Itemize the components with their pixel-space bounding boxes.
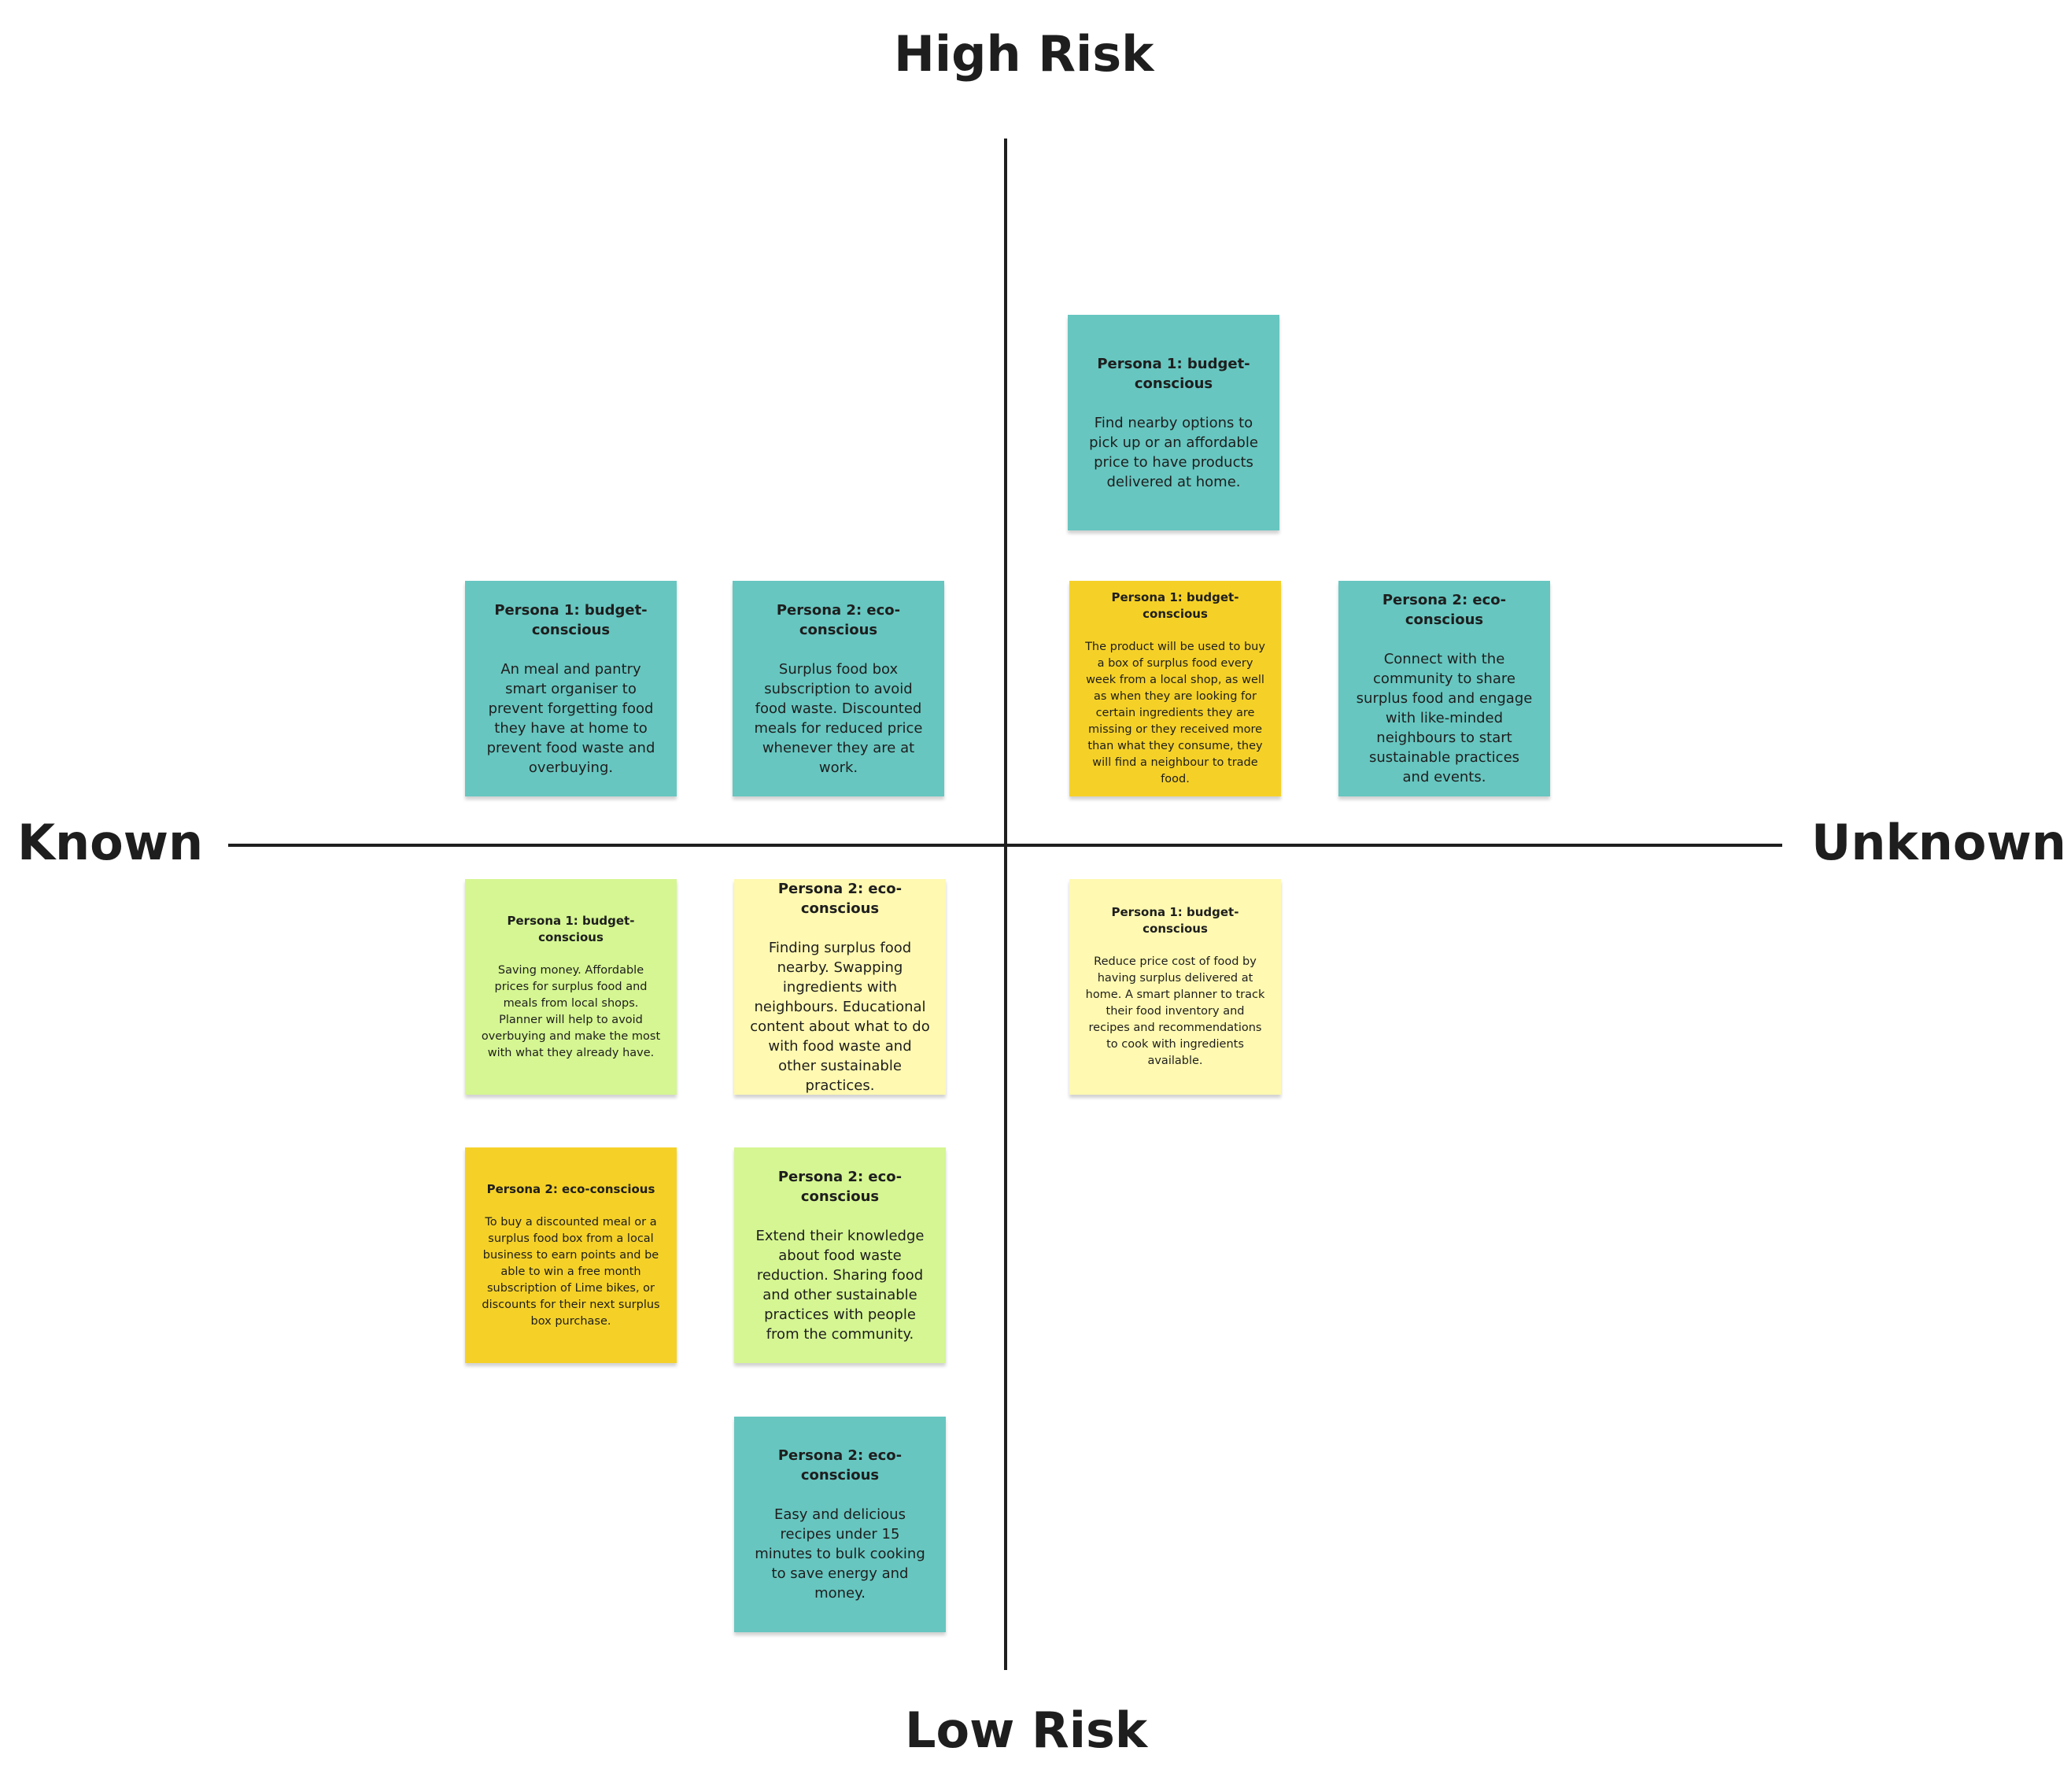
axis-label-high-risk: High Risk [894, 25, 1154, 83]
note-title: Persona 2: eco-conscious [777, 1168, 903, 1205]
note-title: Persona 2: eco-conscious [777, 1447, 903, 1483]
sticky-note[interactable]: Persona 2: eco-conscious To buy a discou… [465, 1147, 677, 1363]
note-title: Persona 1: budget-conscious [494, 601, 648, 638]
sticky-note[interactable]: Persona 2: eco-conscious Connect with th… [1338, 581, 1550, 796]
sticky-note[interactable]: Persona 1: budget-conscious An meal and … [465, 581, 677, 796]
sticky-note[interactable]: Persona 1: budget-conscious Reduce price… [1069, 879, 1281, 1095]
note-body: To buy a discounted meal or a surplus fo… [482, 1215, 660, 1328]
note-body: Extend their knowledge about food waste … [755, 1227, 925, 1343]
note-body: Reduce price cost of food by having surp… [1085, 955, 1265, 1067]
note-body: The product will be used to buy a box of… [1085, 641, 1265, 785]
note-body: Surplus food box subscription to avoid f… [754, 660, 923, 776]
sticky-note[interactable]: Persona 1: budget-conscious Find nearby … [1068, 315, 1279, 530]
sticky-note[interactable]: Persona 2: eco-conscious Surplus food bo… [733, 581, 944, 796]
note-title: Persona 1: budget-conscious [1111, 590, 1239, 621]
note-title: Persona 2: eco-conscious [486, 1181, 655, 1196]
axis-label-known: Known [17, 814, 204, 871]
note-body: Saving money. Affordable prices for surp… [481, 963, 661, 1059]
sticky-note[interactable]: Persona 2: eco-conscious Extend their kn… [734, 1147, 946, 1363]
vertical-axis [1004, 139, 1007, 1670]
note-body: Finding surplus food nearby. Swapping in… [750, 939, 930, 1094]
note-title: Persona 1: budget-conscious [507, 913, 635, 944]
sticky-note[interactable]: Persona 2: eco-conscious Easy and delici… [734, 1417, 946, 1632]
note-body: An meal and pantry smart organiser to pr… [486, 660, 655, 776]
note-title: Persona 2: eco-conscious [777, 880, 903, 917]
note-title: Persona 1: budget-conscious [1111, 905, 1239, 936]
note-title: Persona 1: budget-conscious [1097, 355, 1250, 392]
sticky-note[interactable]: Persona 1: budget-conscious Saving money… [465, 879, 677, 1095]
note-body: Connect with the community to share surp… [1356, 651, 1533, 785]
axis-label-low-risk: Low Risk [905, 1701, 1148, 1759]
sticky-note[interactable]: Persona 2: eco-conscious Finding surplus… [734, 879, 946, 1095]
axis-label-unknown: Unknown [1811, 814, 2066, 871]
note-title: Persona 2: eco-conscious [1382, 592, 1507, 628]
note-body: Find nearby options to pick up or an aff… [1089, 414, 1258, 490]
note-body: Easy and delicious recipes under 15 minu… [755, 1506, 925, 1602]
horizontal-axis [228, 844, 1782, 847]
note-title: Persona 2: eco-conscious [776, 601, 901, 638]
sticky-note[interactable]: Persona 1: budget-conscious The product … [1069, 581, 1281, 796]
